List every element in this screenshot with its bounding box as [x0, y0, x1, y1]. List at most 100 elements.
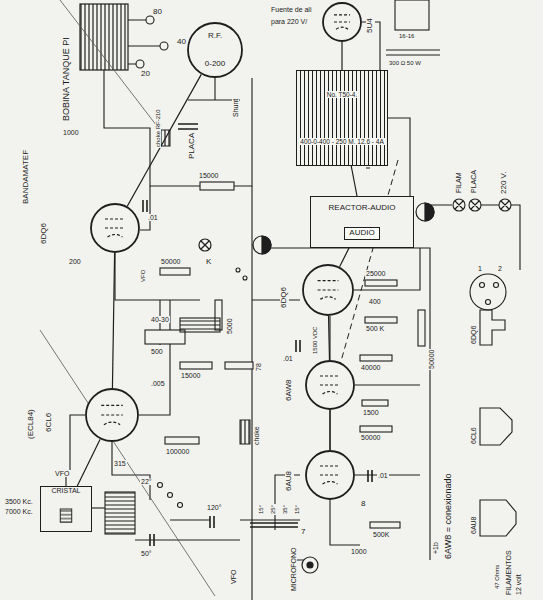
value-label: 1500 [362, 409, 380, 416]
jack-symbol [425, 203, 434, 221]
tank-coil [80, 4, 128, 70]
choke-symbol [240, 420, 250, 444]
value-label: BANDAMATEF [22, 149, 30, 205]
tube-type: 6AU8 [285, 470, 294, 492]
tube-socket [470, 274, 506, 310]
switch-contacts [136, 60, 144, 68]
value-label: 50000 [360, 434, 381, 441]
value-label: 12 volt [515, 573, 522, 596]
node-body [322, 2, 362, 42]
component-text: 400-0-400 - 250 M. 12.6 - 4A [299, 138, 384, 145]
node-body: No. T50-4.400-0-400 - 250 M. 12.6 - 4A [297, 71, 387, 165]
value-label: 40-30 [150, 316, 170, 323]
node-body [90, 203, 140, 253]
jack-symbol [262, 236, 271, 254]
wire-connector [127, 74, 201, 206]
capacitor-symbol [368, 470, 372, 482]
tube-circle: 5U4 [322, 2, 362, 42]
value-label: 35° [282, 504, 288, 515]
value-label: 25° [270, 504, 276, 515]
value-label: K [205, 258, 212, 266]
resistor-symbol [360, 355, 392, 361]
value-label: PLACA [470, 169, 477, 194]
tube-outline [187, 22, 243, 78]
tube-type: 6CL6 [45, 412, 54, 433]
value-label: FILAM [455, 171, 462, 194]
tube-electrodes [105, 219, 125, 237]
value-label: 500K [372, 531, 390, 538]
value-label: Shunt [232, 98, 239, 118]
tube-electrodes [320, 466, 340, 484]
resistor-symbol [225, 362, 253, 369]
tube-outline [305, 450, 355, 500]
capacitor-symbol [150, 516, 214, 546]
tube-envelope [188, 23, 242, 77]
tube-envelope [306, 451, 354, 499]
tube-outline [85, 388, 139, 442]
resistor-symbol [165, 437, 199, 444]
node-body [305, 450, 355, 500]
value-label: 5000 [226, 317, 233, 335]
value-label: 25000 [365, 270, 386, 277]
tube-outline [322, 2, 362, 42]
tube-outline [302, 264, 354, 316]
value-label: .01 [282, 355, 294, 362]
value-label: 7 [300, 528, 306, 536]
value-label: 1000 [62, 129, 80, 136]
switch-contacts [146, 16, 154, 24]
tube-outline [90, 203, 140, 253]
wire [128, 20, 160, 64]
resistor-symbol [418, 310, 425, 346]
wire [112, 442, 150, 500]
wire-connector [341, 42, 342, 70]
value-label: 40000 [360, 364, 381, 371]
value-label: VFO [230, 569, 237, 585]
wire [354, 248, 420, 290]
value-label: choke RF-210 [155, 108, 161, 148]
value-label: MICROFONO [290, 546, 297, 592]
vfo-coil [180, 318, 220, 332]
value-label: 400 [368, 298, 382, 305]
capacitor-symbol [143, 124, 372, 546]
pilot-lamp [455, 201, 509, 209]
tube-socket [480, 283, 485, 288]
tube-circle: 6AW8 [305, 360, 355, 410]
value-label: 100000 [165, 448, 190, 455]
scan-line [40, 330, 215, 596]
value-label: 50000 [428, 349, 435, 370]
tube-socket [480, 310, 505, 345]
node-body: CRISTAL [41, 487, 91, 531]
value-label: VFO [54, 470, 70, 477]
power-capacitor [386, 0, 440, 55]
wire [104, 70, 252, 186]
capacitor-symbol [250, 523, 298, 527]
value-label: 7000 Kc. [4, 508, 34, 515]
wire-connector [329, 410, 330, 450]
value-label: 300 Ω 50 W [388, 60, 422, 66]
value-label: Fuente de ali [270, 6, 312, 13]
value-label: 500 [150, 348, 164, 355]
jack-symbol [302, 557, 318, 573]
tube-circle: 6AU8 [305, 450, 355, 500]
tube-circle: 6DQ6 [302, 264, 354, 316]
wire-connector [77, 439, 100, 486]
resistor-symbol [180, 362, 212, 369]
tube-outline [305, 360, 355, 410]
wire [330, 316, 360, 545]
switch-contacts [160, 42, 168, 50]
component-text: CRISTAL [50, 487, 81, 495]
node-body: REACTOR-AUDIOAUDIO [311, 197, 413, 247]
tube-socket [480, 500, 516, 536]
value-label: 20 [140, 70, 151, 78]
tank-coil [80, 4, 128, 70]
resistor-symbol [365, 280, 397, 286]
jack-symbol [199, 239, 211, 251]
value-label: .01 [147, 214, 159, 221]
node-body [302, 264, 354, 316]
value-label: PLACA [188, 132, 196, 160]
tube-socket [480, 408, 512, 445]
value-label: 50° [140, 550, 153, 557]
jack-symbol [253, 236, 271, 254]
switch-contacts [178, 503, 183, 508]
tube-electrodes [101, 405, 123, 424]
